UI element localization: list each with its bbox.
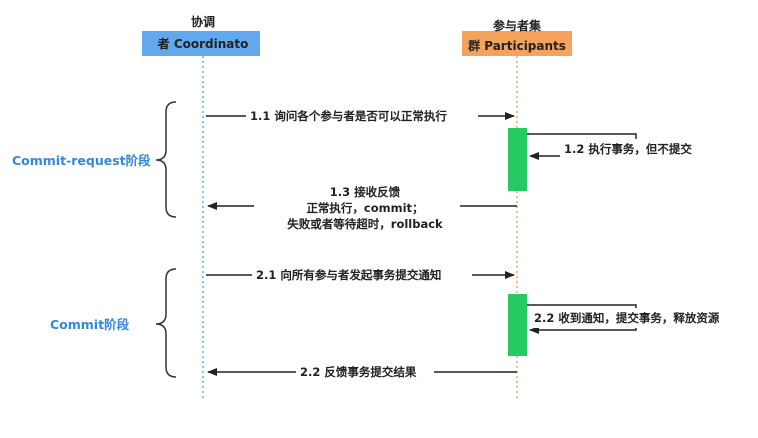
- message-1-1-label: 1.1 询问各个参与者是否可以正常执行: [250, 109, 447, 123]
- message-2-1-label: 2.1 向所有参与者发起事务提交通知: [256, 268, 441, 282]
- coordinator-label-line1: 协调: [191, 14, 215, 29]
- activation-bar-phase1: [508, 128, 527, 191]
- participant-label-line2: 群 Participants: [467, 38, 566, 53]
- coordinator-box: 协调 者 Coordinato: [142, 14, 260, 56]
- brace-commit: [155, 268, 177, 378]
- coordinator-label-line2: 者 Coordinato: [157, 36, 249, 51]
- message-1-2-label: 1.2 执行事务，但不提交: [564, 142, 692, 156]
- phase-commit-request-label: Commit-request阶段: [12, 153, 151, 168]
- activation-bar-phase2: [508, 294, 527, 356]
- participant-label-line1: 参与者集: [493, 18, 542, 33]
- message-1-3-label-line2: 正常执行，commit；: [306, 201, 423, 215]
- phase-commit-label: Commit阶段: [50, 317, 130, 332]
- brace-commit-request: [155, 101, 177, 218]
- message-1-3-label-line1: 1.3 接收反馈: [330, 185, 401, 199]
- participant-box: 参与者集 群 Participants: [462, 18, 572, 56]
- message-2-2-return-label: 2.2 反馈事务提交结果: [300, 365, 417, 379]
- message-1-3-label-line3: 失败或者等待超时，rollback: [287, 217, 443, 231]
- message-2-2-self-label: 2.2 收到通知，提交事务，释放资源: [534, 311, 720, 325]
